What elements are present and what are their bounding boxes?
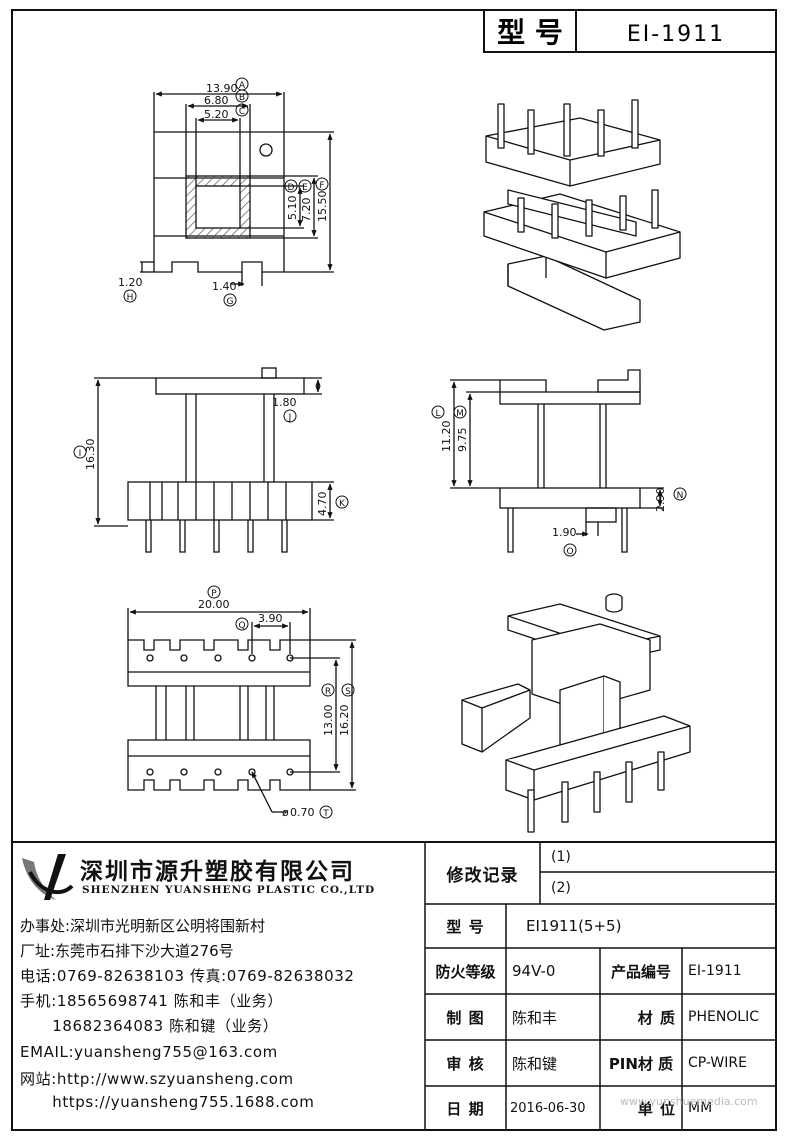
company-logo (22, 854, 74, 900)
header-model-label: 型 号 (497, 16, 563, 49)
phone-fax: 电话:0769-82638103 传真:0769-82638032 (20, 967, 355, 985)
spec-code-label: 产品编号 (610, 962, 671, 981)
spec-unit-label: 单 位 (637, 1099, 676, 1118)
top-view-dims: 13.90 A 6.80 B 5.20 C 5.10 D 7.20 E 15.5… (118, 77, 329, 307)
tag-e: E (302, 183, 308, 193)
shop-link[interactable]: https://yuansheng755.1688.com (20, 1093, 315, 1111)
tag-n: N (677, 491, 684, 501)
email-link[interactable]: EMAIL:yuansheng755@163.com (20, 1043, 278, 1061)
revision-row-2: (2) (551, 880, 571, 896)
factory-address: 厂址:东莞市石排下沙大道276号 (20, 942, 234, 960)
pin1-marker (259, 143, 273, 157)
dim-m: 9.75 (456, 428, 469, 453)
dim-q: 3.90 (258, 612, 283, 625)
dim-p: 20.00 (198, 598, 230, 611)
dim-l: 11.20 (440, 421, 453, 453)
spec-draw-label: 制 图 (446, 1008, 485, 1027)
dim-c: 5.20 (204, 108, 229, 121)
tag-d: D (288, 183, 295, 193)
tag-o: O (566, 547, 573, 557)
dim-s: 16.20 (338, 705, 351, 737)
revision-row-1: (1) (551, 849, 571, 865)
spec-material-value: PHENOLIC (688, 1009, 760, 1025)
tag-l: L (435, 409, 440, 419)
dim-i: 16.30 (84, 439, 97, 471)
side-view (450, 369, 664, 553)
spec-pin-label: PIN材 质 (608, 1054, 674, 1073)
tag-t: T (322, 809, 329, 819)
tag-h: H (127, 293, 134, 303)
dim-g: 1.40 (212, 280, 237, 293)
office-address: 办事处:深圳市光明新区公明将围新村 (20, 917, 266, 935)
spec-unit-value: MM (688, 1100, 713, 1116)
isometric-view-assembled (483, 99, 681, 331)
tag-c: C (239, 107, 245, 117)
tag-s: S (345, 687, 351, 697)
tag-k: K (339, 499, 346, 509)
spec-date-value: 2016-06-30 (510, 1100, 586, 1116)
spec-check-label: 审 核 (446, 1054, 485, 1073)
isometric-view-exploded (461, 593, 691, 833)
dim-o: 1.90 (552, 526, 577, 539)
header-model-value: EI-1911 (627, 22, 725, 47)
dim-h: 1.20 (118, 276, 143, 289)
sheet-border (11, 9, 777, 1131)
spec-date-label: 日 期 (446, 1099, 485, 1118)
tag-a: A (239, 81, 246, 91)
title-block-grid (424, 842, 776, 1130)
dim-f: 15.50 (316, 191, 329, 223)
spec-fire-value: 94V-0 (512, 962, 556, 980)
header-model-box: 型 号 EI-1911 (483, 9, 777, 53)
spec-model-label: 型 号 (446, 917, 485, 936)
website-link[interactable]: 网站:http://www.szyuansheng.com (20, 1070, 294, 1088)
spec-pin-value: CP-WIRE (688, 1055, 747, 1071)
spec-check-value: 陈和键 (512, 1054, 558, 1073)
dim-e: 7.20 (300, 198, 313, 223)
mobile-2: 18682364083 陈和键（业务） (20, 1017, 279, 1035)
spec-material-label: 材 质 (637, 1008, 676, 1027)
tag-b: B (239, 93, 245, 103)
dim-n: 2.90 (654, 488, 667, 513)
top-view (140, 91, 334, 287)
revision-label: 修改记录 (446, 865, 519, 886)
tag-j: J (288, 413, 292, 423)
front-view-dims: 16.30 I 1.80 J 4.70 K (73, 396, 349, 517)
dim-t: 0.70 (290, 806, 315, 819)
spec-fire-label: 防火等级 (435, 962, 496, 981)
dim-d: 5.10 (286, 196, 299, 221)
spec-model-value: EI1911(5+5) (526, 917, 622, 935)
tag-q: Q (238, 621, 245, 631)
dim-j: 1.80 (272, 396, 297, 409)
spec-code-value: EI-1911 (688, 963, 742, 979)
diameter-symbol: ø (282, 806, 289, 819)
tag-p: P (211, 589, 217, 599)
tag-m: M (456, 409, 464, 419)
dim-k: 4.70 (316, 492, 329, 517)
company-name-cn: 深圳市源升塑胶有限公司 (80, 859, 355, 885)
tag-r: R (325, 687, 331, 697)
dim-b: 6.80 (204, 94, 229, 107)
tag-f: F (319, 181, 324, 191)
mobile-1: 手机:18565698741 陈和丰（业务） (20, 992, 284, 1010)
dim-a: 13.90 (206, 82, 238, 95)
front-view (94, 367, 334, 553)
spec-draw-value: 陈和丰 (512, 1008, 558, 1027)
side-view-dims: 11.20 L 9.75 M 2.90 N 1.90 O (431, 405, 687, 557)
bottom-view-dims: P 20.00 Q 3.90 13.00 R 16.20 S ø 0.70 T (198, 585, 355, 819)
bottom-view (127, 608, 356, 813)
tag-i: I (79, 449, 82, 459)
company-name-en: SHENZHEN YUANSHENG PLASTIC CO.,LTD (82, 884, 376, 896)
tag-g: G (227, 297, 234, 307)
dim-r: 13.00 (322, 705, 335, 737)
